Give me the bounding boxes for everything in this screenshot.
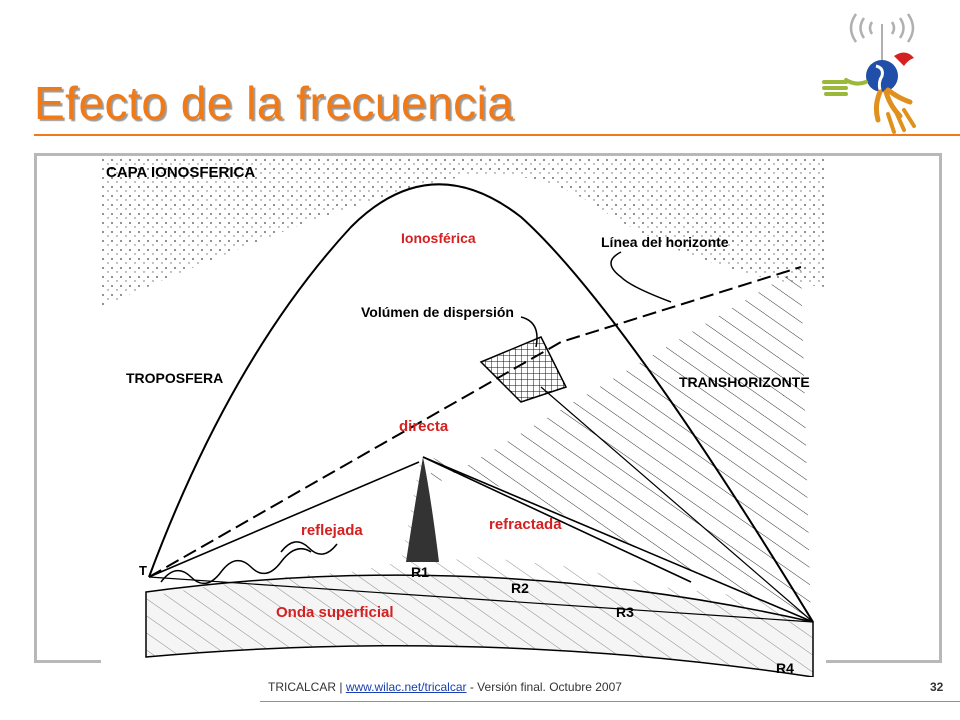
mountain-peak <box>406 457 439 562</box>
label-r1: R1 <box>411 564 429 580</box>
scatter-volume <box>479 336 568 403</box>
footer-suffix: - Versión final. Octubre 2007 <box>466 680 622 694</box>
page-number: 32 <box>930 680 944 694</box>
label-troposfera: TROPOSFERA <box>126 370 223 386</box>
direct-ray <box>148 461 420 578</box>
label-transhorizonte: TRANSHORIZONTE <box>679 374 810 390</box>
horizon-pointer <box>610 251 672 303</box>
ionosphere-layer <box>101 157 826 307</box>
dispersion-pointer <box>520 316 538 348</box>
propagation-diagram: CAPA IONOSFERICA Ionosférica Línea del h… <box>101 157 826 677</box>
footer-underline <box>260 701 960 702</box>
label-dispersion: Volúmen de dispersión <box>361 304 514 320</box>
label-capa: CAPA IONOSFERICA <box>106 164 255 181</box>
terrain-profile <box>146 457 813 677</box>
label-ionosferica: Ionosférica <box>401 230 476 246</box>
title-underline <box>34 134 960 136</box>
reflected-wave-2 <box>280 541 338 555</box>
label-r3: R3 <box>616 604 634 620</box>
label-reflejada: reflejada <box>301 522 363 539</box>
label-transmitter: T <box>139 563 147 578</box>
label-refractada: refractada <box>489 516 562 533</box>
refracted-ray-r3 <box>422 456 692 583</box>
scatter-ray <box>540 386 814 623</box>
label-horizonte: Línea del horizonte <box>601 234 729 250</box>
label-directa: directa <box>399 418 449 435</box>
ionospheric-path <box>148 183 814 623</box>
footer-link[interactable]: www.wilac.net/tricalcar <box>345 680 467 694</box>
transhorizon-hatch <box>431 267 811 622</box>
slide-footer: TRICALCAR | www.wilac.net/tricalcar - Ve… <box>268 680 622 694</box>
footer-brand: TRICALCAR <box>268 680 337 694</box>
refracted-ray-r4 <box>422 456 814 623</box>
reflected-wave <box>160 547 312 585</box>
label-superficial: Onda superficial <box>276 604 394 621</box>
slide-title: Efecto de la frecuencia <box>34 77 514 129</box>
ground-ray <box>148 576 814 623</box>
wilac-logo <box>822 13 916 134</box>
footer-separator: | <box>336 680 346 694</box>
horizon-line <box>148 266 802 578</box>
label-r4: R4 <box>776 660 794 676</box>
label-r2: R2 <box>511 580 529 596</box>
